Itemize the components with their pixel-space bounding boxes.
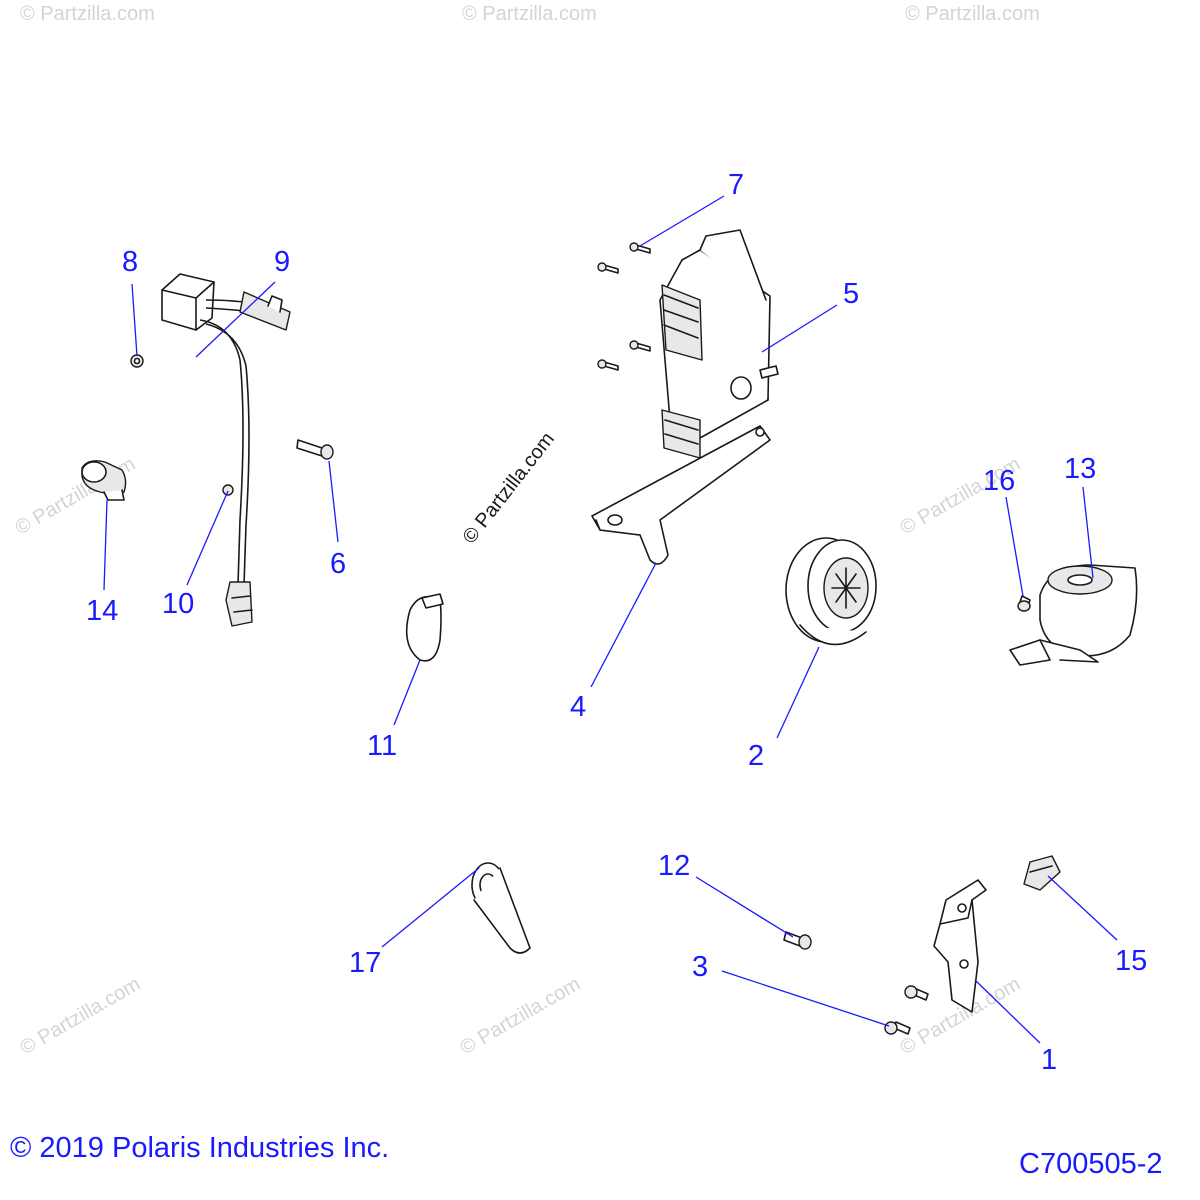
watermark-bottom-left: © Partzilla.com xyxy=(17,973,145,1059)
watermarks: © Partzilla.com © Partzilla.com © Partzi… xyxy=(12,3,1040,1059)
callout-10: 10 xyxy=(162,588,194,620)
callout-13: 13 xyxy=(1064,453,1096,485)
leader-5 xyxy=(761,304,838,353)
part-15-connector xyxy=(1023,855,1061,891)
leader-17 xyxy=(381,867,480,948)
callout-11: 11 xyxy=(367,730,397,762)
leader-16 xyxy=(1005,496,1024,597)
part-9-harness xyxy=(161,273,291,627)
part-17-boot xyxy=(471,862,531,954)
leader-11 xyxy=(393,659,421,726)
callout-17: 17 xyxy=(349,947,381,979)
watermark-bottom-center: © Partzilla.com xyxy=(457,973,585,1059)
watermark-center: © Partzilla.com xyxy=(459,428,559,548)
part-2-grommet xyxy=(785,537,877,646)
copyright-notice: © 2019 Polaris Industries Inc. xyxy=(10,1132,390,1164)
leader-10 xyxy=(186,490,229,586)
figure-id: C700505-2 xyxy=(1019,1148,1163,1180)
callout-15: 15 xyxy=(1115,945,1147,977)
part-1-bracket xyxy=(933,879,987,1013)
leader-13 xyxy=(1082,486,1094,579)
leader-1 xyxy=(974,979,1041,1044)
part-5-ecu xyxy=(659,229,779,459)
part-16-screw xyxy=(1017,595,1031,612)
leader-7 xyxy=(639,195,725,247)
callout-4: 4 xyxy=(570,691,586,723)
callout-14: 14 xyxy=(86,595,118,627)
leader-lines xyxy=(103,195,1118,1044)
callout-2: 2 xyxy=(748,740,764,772)
leader-9 xyxy=(195,281,276,358)
leader-3 xyxy=(721,970,890,1027)
leader-8 xyxy=(131,283,138,357)
leader-2 xyxy=(776,646,820,739)
callout-6: 6 xyxy=(330,548,346,580)
callout-16: 16 xyxy=(983,465,1015,497)
leader-12 xyxy=(695,876,794,938)
part-3-bolts xyxy=(884,985,929,1035)
callout-8: 8 xyxy=(122,246,138,278)
leader-14 xyxy=(103,499,108,591)
callout-3: 3 xyxy=(692,951,708,983)
watermark-top-center: © Partzilla.com xyxy=(462,3,597,25)
watermark-top-left: © Partzilla.com xyxy=(20,3,155,25)
leader-6 xyxy=(328,460,339,543)
callout-9: 9 xyxy=(274,246,290,278)
callout-7: 7 xyxy=(728,169,744,201)
callout-labels: 1 2 3 4 5 6 7 8 9 10 11 12 13 14 15 16 1… xyxy=(86,169,1147,1076)
callout-5: 5 xyxy=(843,278,859,310)
part-14-relay xyxy=(81,460,127,501)
part-8-nut xyxy=(130,354,144,368)
part-12-bolt xyxy=(783,931,812,950)
part-6-bolt xyxy=(296,439,334,460)
callout-12: 12 xyxy=(658,850,690,882)
watermark-top-right: © Partzilla.com xyxy=(905,3,1040,25)
callout-1: 1 xyxy=(1041,1044,1057,1076)
part-4-bracket xyxy=(591,425,771,565)
part-11-cable-tie xyxy=(405,593,444,662)
leader-15 xyxy=(1047,875,1118,941)
part-13-horn xyxy=(1009,564,1138,666)
part-7-screws xyxy=(597,242,651,371)
leader-4 xyxy=(590,562,657,688)
